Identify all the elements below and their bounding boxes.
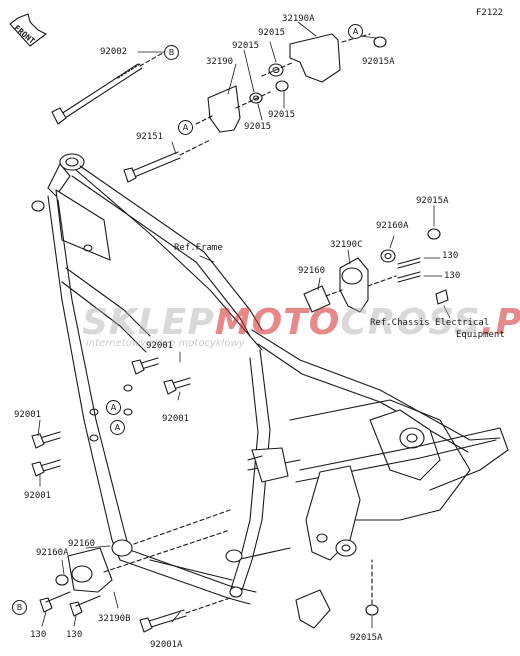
part-92151: 92151 [136, 132, 164, 142]
callout-a-frame1: A [106, 400, 121, 415]
callout-b-top: B [164, 45, 179, 60]
part-92015-2: 92015 [232, 41, 260, 51]
part-92001-4: 92001 [24, 491, 52, 501]
part-92160-low: 92160 [68, 539, 96, 549]
callout-a-left: A [178, 120, 193, 135]
ref-chassis-label-line1: Ref.Chassis Electrical [370, 318, 490, 328]
part-92001-3: 92001 [14, 410, 42, 420]
part-92160-mid: 92160 [298, 266, 326, 276]
part-92015-4: 92015 [268, 110, 296, 120]
part-92015-3: 92015 [244, 122, 272, 132]
part-130-3: 130 [30, 630, 47, 640]
part-92015A-mid: 92015A [416, 196, 449, 206]
callout-b-bottom: B [12, 600, 27, 615]
part-92015A-top: 92015A [362, 57, 395, 67]
ref-chassis-label-line2: Equipment [456, 330, 505, 340]
part-32190B: 32190B [98, 614, 131, 624]
part-32190: 32190 [206, 57, 234, 67]
part-92015A-low: 92015A [350, 633, 383, 643]
motorcycle-frame-drawing [31, 153, 509, 629]
part-92001A: 92001A [150, 640, 183, 650]
part-92001-1: 92001 [146, 341, 174, 351]
front-arrow-icon [9, 13, 47, 47]
leader-lines [37, 21, 451, 629]
part-92015-1: 92015 [258, 28, 286, 38]
part-92002: 92002 [100, 47, 128, 57]
ref-frame-label: Ref.Frame [174, 243, 223, 253]
bolt-92001A-drawing [139, 597, 231, 633]
diagram-code: F2122 [476, 8, 504, 18]
part-130-2: 130 [444, 271, 461, 281]
part-130-1: 130 [442, 251, 459, 261]
part-32190C: 32190C [330, 240, 363, 250]
part-130-4: 130 [66, 630, 83, 640]
watermark-logo: SKLEPMOTOCROSS.PL [82, 302, 520, 343]
engine-mount-bracket-right-drawing [303, 228, 449, 313]
watermark-subtitle: internetowy sklep motocyklowy [86, 338, 245, 349]
part-32190A: 32190A [282, 14, 315, 24]
part-92160A-mid: 92160A [376, 221, 409, 231]
bolt-92151-drawing [123, 139, 211, 183]
callout-a-frame2: A [110, 420, 125, 435]
bolt-92002-drawing [51, 49, 169, 125]
callout-a-top: A [348, 24, 363, 39]
engine-mount-bracket-top-drawing [195, 33, 387, 133]
engine-mount-bracket-left-drawing [39, 509, 231, 617]
nut-92015A-drawing [365, 559, 379, 616]
bolts-92001-drawing [31, 357, 191, 477]
part-92160A-low: 92160A [36, 548, 69, 558]
part-92001-2: 92001 [162, 414, 190, 424]
